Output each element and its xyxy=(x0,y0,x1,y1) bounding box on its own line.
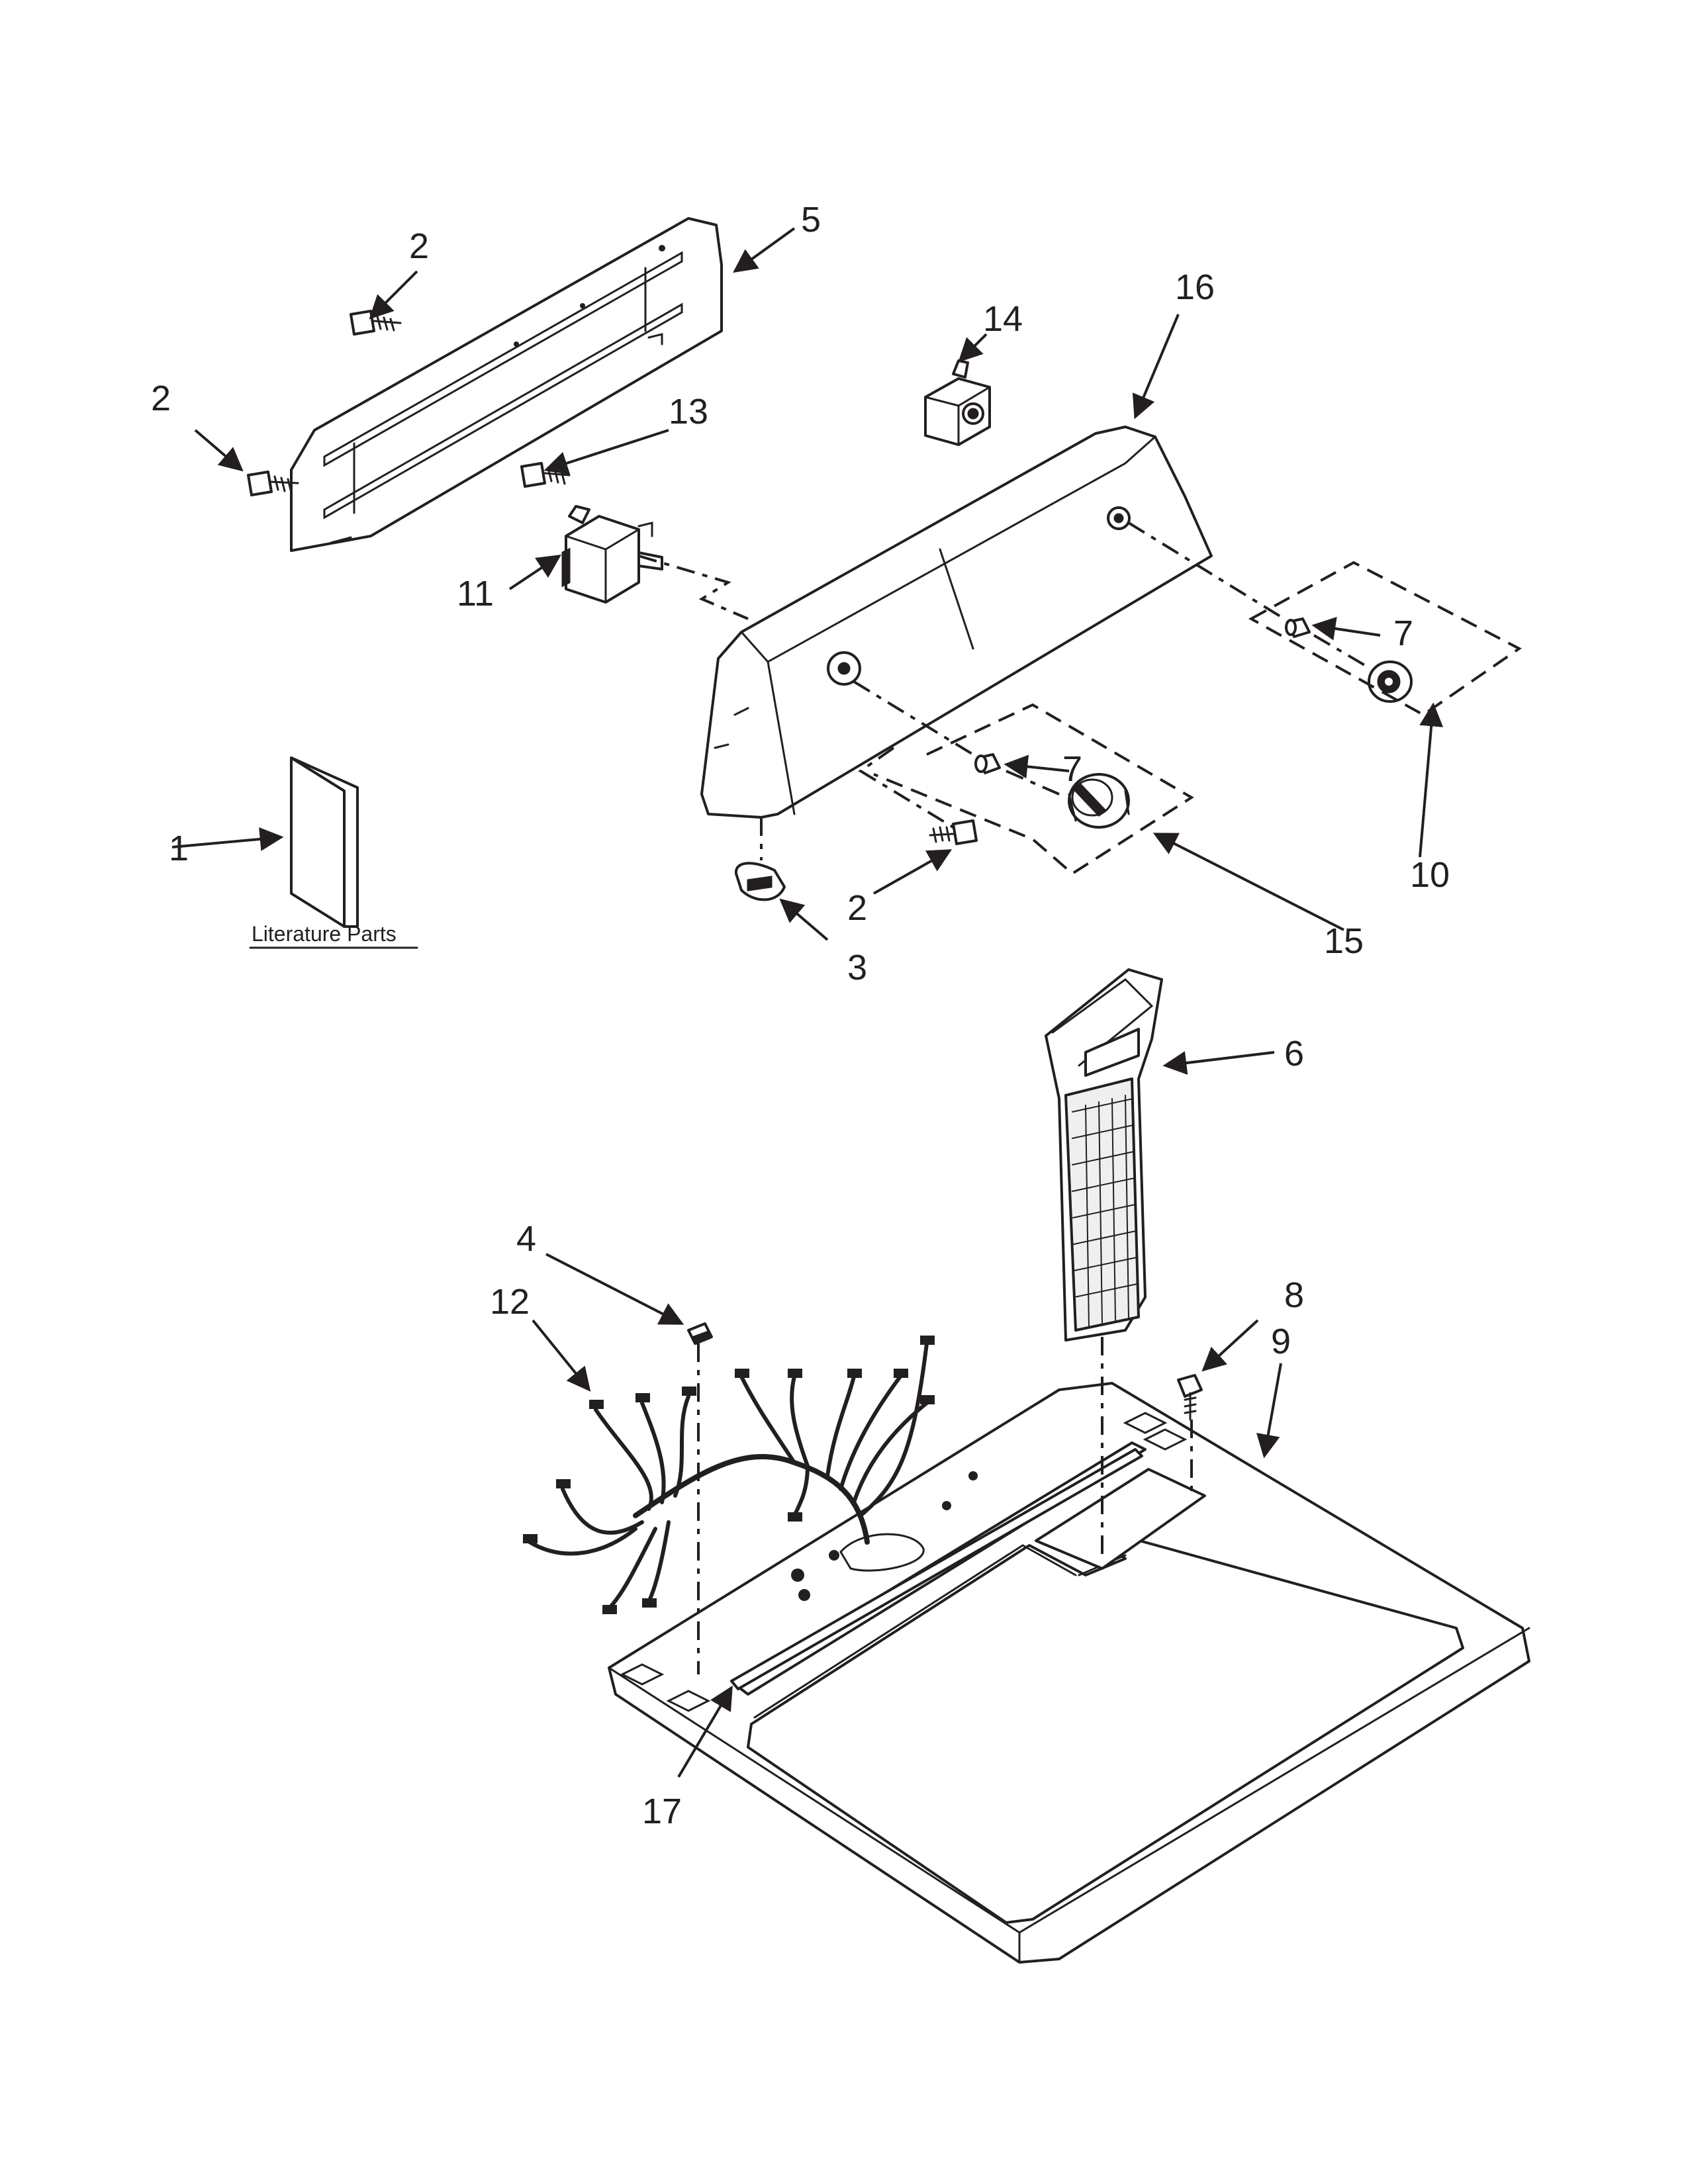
callout-6: 6 xyxy=(1284,1034,1304,1073)
screw-knob xyxy=(929,819,978,845)
callout-17: 17 xyxy=(642,1792,682,1831)
callout-7-front: 7 xyxy=(1062,749,1082,789)
knob-spring-front xyxy=(974,753,1001,774)
callout-14: 14 xyxy=(983,299,1023,339)
wire-harness xyxy=(523,1336,935,1614)
knob-front xyxy=(1068,773,1130,829)
callout-7-right: 7 xyxy=(1393,614,1413,653)
top-seal-strip xyxy=(730,1448,1143,1690)
callout-2-left: 2 xyxy=(151,379,171,418)
literature-parts-caption: Literature Parts xyxy=(252,922,397,946)
knob-spring-right xyxy=(1285,617,1311,638)
knob-right xyxy=(1368,660,1413,703)
rear-console-panel xyxy=(290,217,723,552)
console-housing xyxy=(700,426,1213,819)
callout-12: 12 xyxy=(490,1282,530,1322)
callout-13: 13 xyxy=(669,392,708,432)
buzzer xyxy=(924,359,991,446)
lint-screen xyxy=(1045,968,1163,1342)
screw-switch xyxy=(520,462,571,488)
callout-9: 9 xyxy=(1271,1322,1291,1361)
control-switch xyxy=(561,505,663,604)
console-clip xyxy=(734,862,786,901)
callout-2-front: 2 xyxy=(847,888,867,928)
callout-11: 11 xyxy=(457,574,494,614)
callout-8: 8 xyxy=(1284,1275,1304,1315)
assembly-lines-bottom xyxy=(697,1337,1193,1674)
callout-10: 10 xyxy=(1410,855,1450,895)
assembly-lines-top xyxy=(638,522,1522,876)
callout-15: 15 xyxy=(1324,921,1364,961)
callout-3: 3 xyxy=(847,948,867,987)
top-screw xyxy=(1177,1374,1203,1421)
callout-4: 4 xyxy=(516,1219,536,1259)
callout-2-top: 2 xyxy=(409,226,429,266)
callout-5: 5 xyxy=(801,200,821,240)
callout-1: 1 xyxy=(169,829,189,868)
screw-rear-upper xyxy=(350,310,402,336)
screw-rear-lower xyxy=(247,471,299,496)
callout-16: 16 xyxy=(1175,267,1215,307)
literature-booklet xyxy=(290,756,359,928)
harness-clip xyxy=(687,1322,713,1345)
leader-arrows xyxy=(171,227,1444,1778)
